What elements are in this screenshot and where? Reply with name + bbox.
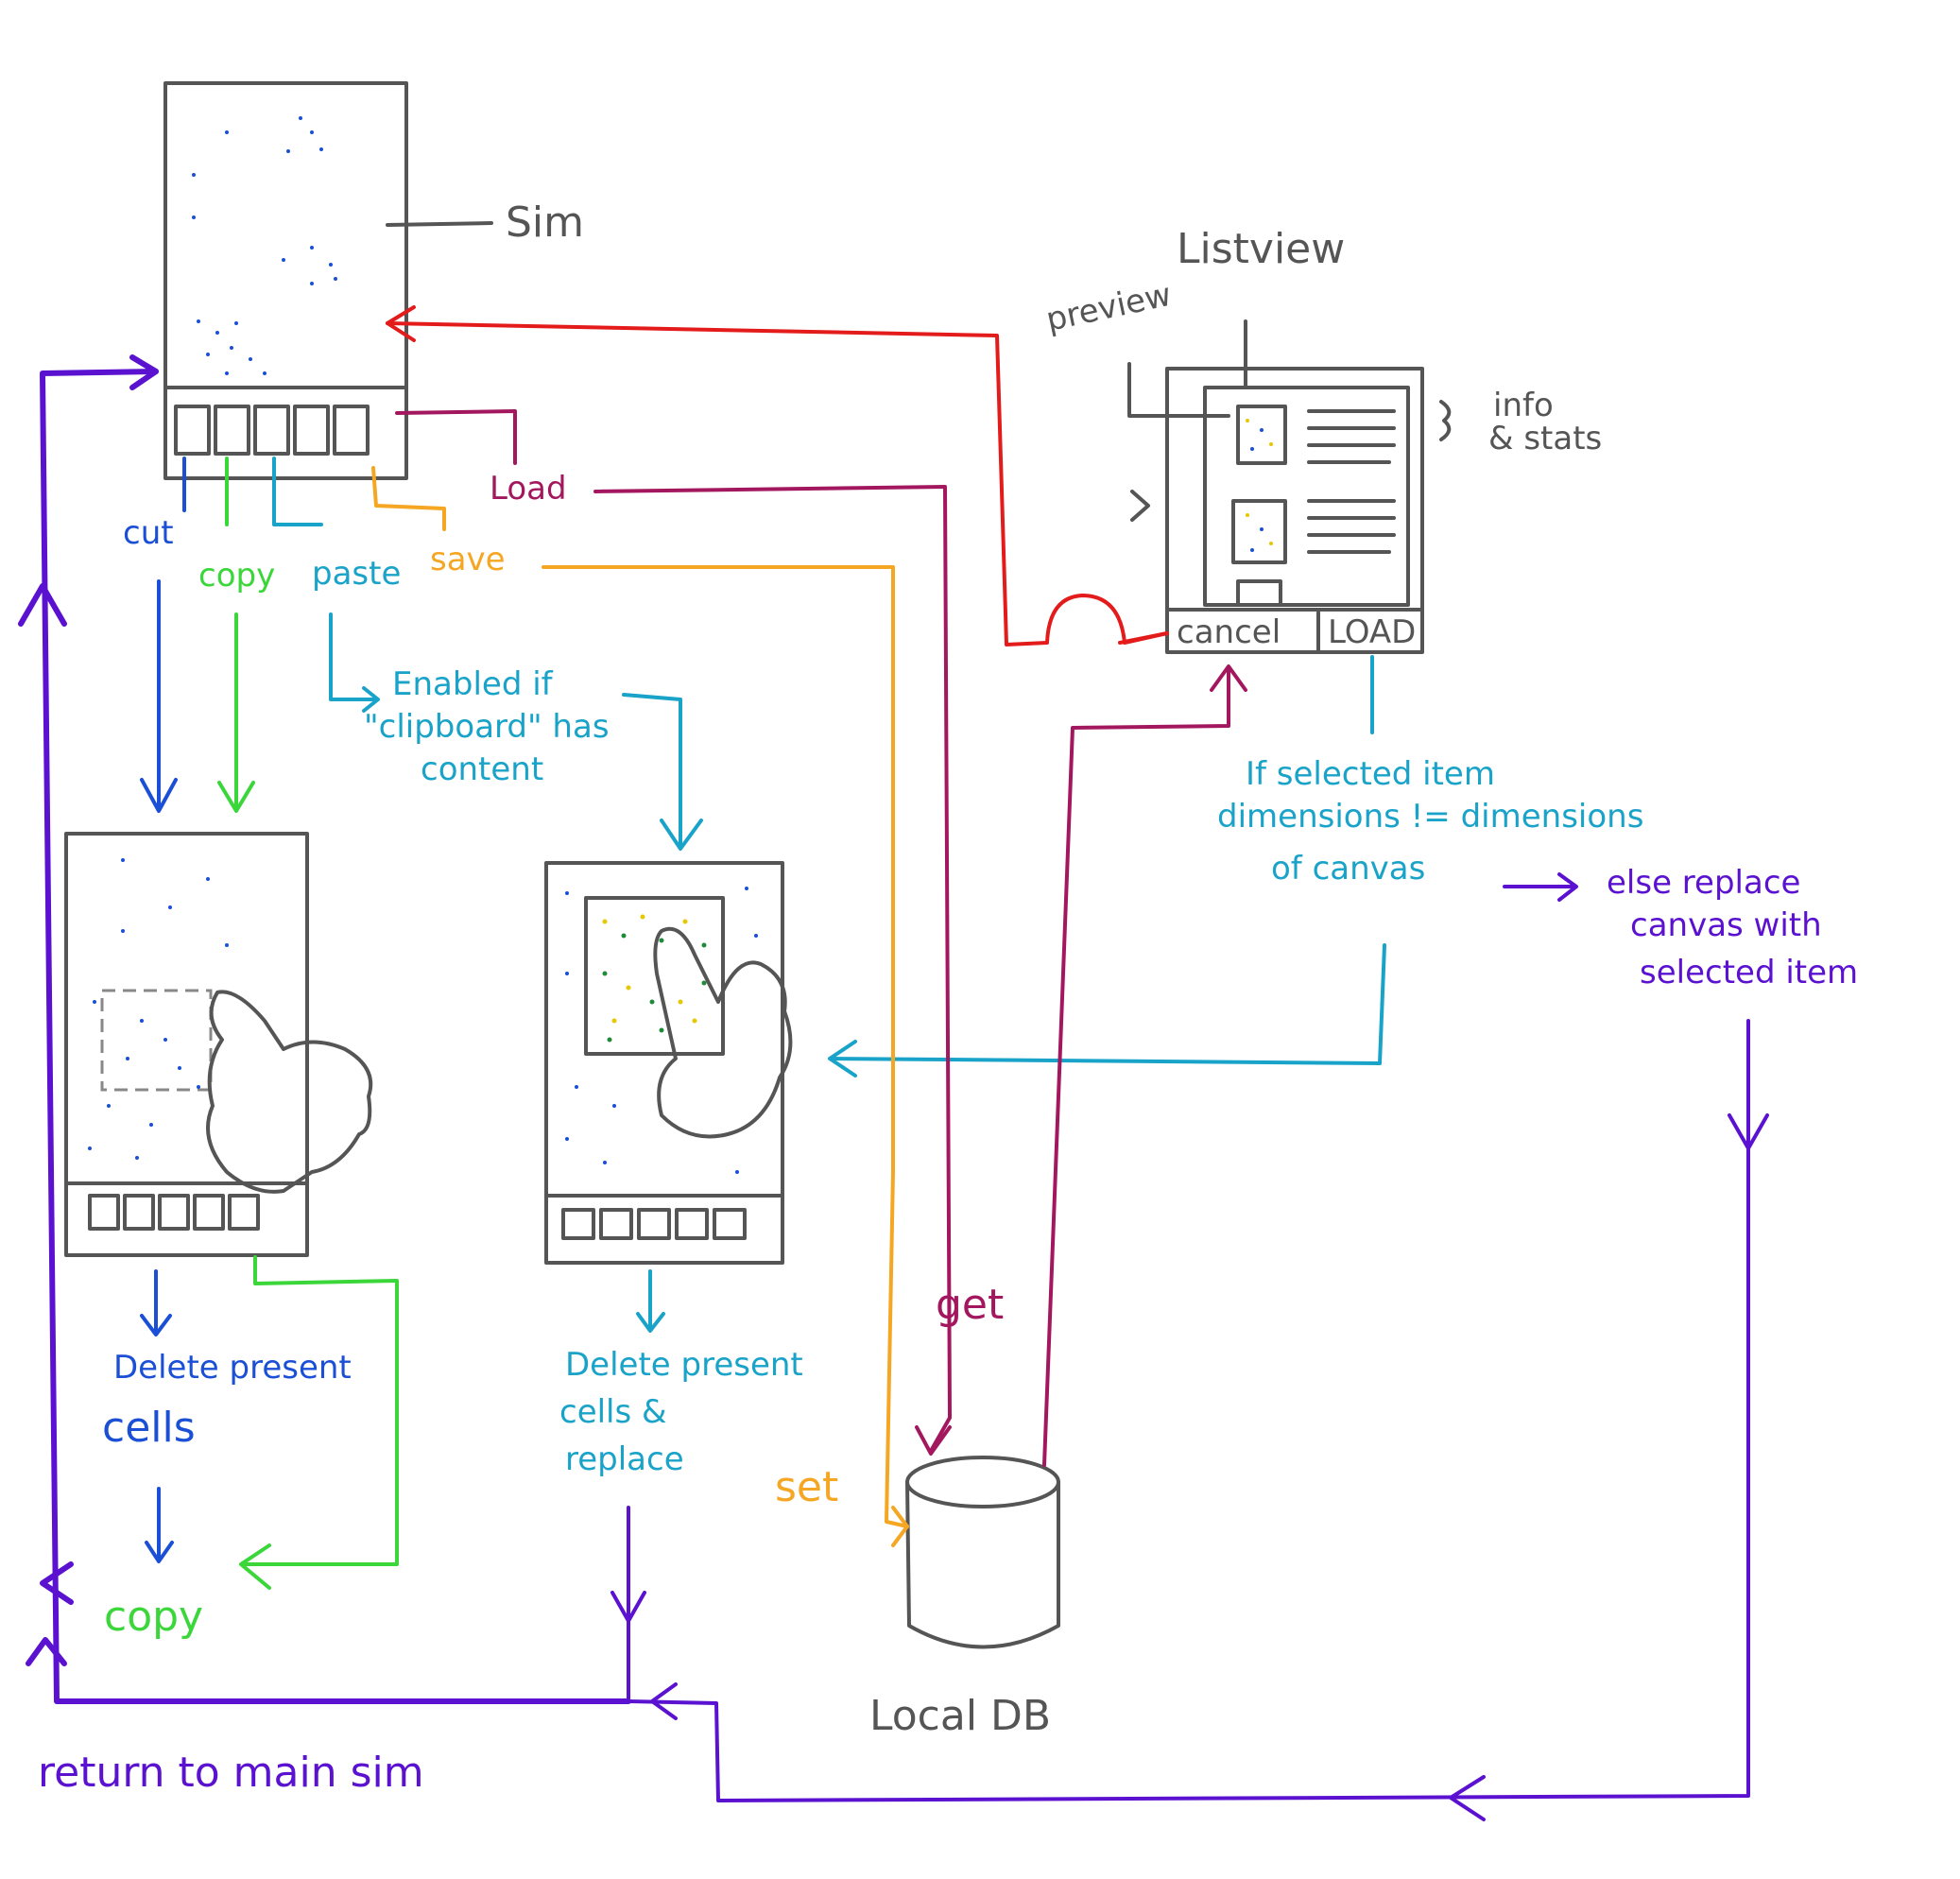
- else-replace-2: canvas with: [1630, 906, 1822, 944]
- cut-copy-cells: [88, 858, 229, 1160]
- load-label: Load: [490, 470, 567, 508]
- local-db-label: Local DB: [869, 1692, 1051, 1740]
- toolbar-slot[interactable]: [713, 1208, 747, 1240]
- info-stats-label-2: & stats: [1488, 420, 1602, 457]
- toolbar-slot[interactable]: [599, 1208, 633, 1240]
- toolbar-slot[interactable]: [228, 1194, 260, 1231]
- toolbar-slot[interactable]: [637, 1208, 671, 1240]
- enabled-if-1: Enabled if: [392, 665, 554, 703]
- cut-label: cut: [123, 514, 174, 552]
- set-label: set: [775, 1463, 838, 1511]
- toolbar-slot[interactable]: [561, 1208, 595, 1240]
- listview-load-button[interactable]: LOAD: [1328, 613, 1416, 651]
- enabled-if-3: content: [421, 750, 543, 788]
- listview-phone: Listview preview info & stats cancel LOA…: [1043, 225, 1602, 654]
- preview-thumbnail-2[interactable]: [1231, 499, 1287, 564]
- sim-phone-frame: [163, 81, 408, 480]
- cut-copy-phone-frame: [64, 832, 309, 1257]
- save-label: save: [430, 541, 506, 578]
- chevron-right-icon[interactable]: [1130, 490, 1150, 522]
- else-replace-3: selected item: [1640, 954, 1858, 991]
- info-stats-label-1: info: [1493, 387, 1554, 424]
- preview-dots: [1246, 419, 1273, 552]
- preview-label: preview: [1043, 276, 1175, 339]
- sim-leader-line: [386, 221, 493, 227]
- return-flow: [18, 354, 631, 1704]
- toolbar-slot[interactable]: [123, 1194, 155, 1231]
- save-button[interactable]: [293, 405, 330, 456]
- sim-phone: Sim: [163, 81, 584, 480]
- cut-copy-phone: [64, 832, 373, 1257]
- preview-thumbnail-1[interactable]: [1236, 405, 1287, 465]
- paste-phone: [544, 861, 793, 1265]
- preview-thumbnail-3[interactable]: [1236, 579, 1282, 607]
- paste-button[interactable]: [253, 405, 290, 456]
- selection-rectangle: [100, 989, 213, 1092]
- copy-label: copy: [198, 557, 275, 595]
- toolbar-slot[interactable]: [675, 1208, 709, 1240]
- cut-flow: [140, 457, 186, 1563]
- sim-label: Sim: [506, 198, 584, 247]
- paste-phone-frame: [544, 861, 784, 1265]
- listview-list: [1203, 386, 1410, 607]
- delete-present-mid-3: replace: [565, 1440, 684, 1478]
- delete-present-mid-1: Delete present: [565, 1346, 803, 1384]
- if-selected-1: If selected item: [1246, 755, 1495, 793]
- preview-leader-line: [1127, 362, 1230, 418]
- cancel-flow: [386, 305, 1169, 646]
- list-item-info-lines: [1307, 409, 1396, 554]
- get-label: get: [936, 1281, 1004, 1329]
- load-button[interactable]: [333, 405, 370, 456]
- pasted-cells: [602, 914, 707, 1043]
- paste-label: paste: [312, 555, 401, 593]
- listview-frame: [1165, 367, 1424, 654]
- delete-present-mid-2: cells &: [559, 1393, 667, 1431]
- load-flow: [395, 409, 1247, 1467]
- sim-toolbar: [174, 405, 370, 456]
- cut-button[interactable]: [174, 405, 211, 456]
- else-flow: [610, 872, 1769, 1821]
- toolbar-slot[interactable]: [193, 1194, 225, 1231]
- if-selected-2: dimensions != dimensions: [1217, 798, 1643, 836]
- copy-flow: [217, 457, 399, 1590]
- hand-select-icon: [206, 990, 373, 1194]
- paste-flow: [272, 457, 1386, 1333]
- save-flow: [371, 466, 909, 1547]
- sim-cells: [192, 116, 337, 375]
- info-stats-brace: [1439, 400, 1452, 441]
- hand-tap-icon: [653, 926, 793, 1139]
- listview-label: Listview: [1177, 225, 1345, 273]
- delete-present-left-2: cells: [102, 1404, 196, 1452]
- enabled-if-2: "clipboard" has: [364, 708, 610, 746]
- else-replace-1: else replace: [1607, 864, 1800, 902]
- copy-button[interactable]: [214, 405, 250, 456]
- copy-result-label: copy: [104, 1593, 203, 1641]
- cancel-button[interactable]: cancel: [1177, 613, 1281, 651]
- delete-present-left-1: Delete present: [113, 1349, 352, 1387]
- return-label: return to main sim: [38, 1749, 424, 1797]
- pasted-region: [584, 896, 725, 1056]
- if-selected-3: of canvas: [1271, 850, 1425, 888]
- local-db-icon: Local DB: [869, 1456, 1060, 1740]
- toolbar-slot[interactable]: [88, 1194, 120, 1231]
- toolbar-slot[interactable]: [158, 1194, 190, 1231]
- paste-phone-cells: [565, 887, 758, 1174]
